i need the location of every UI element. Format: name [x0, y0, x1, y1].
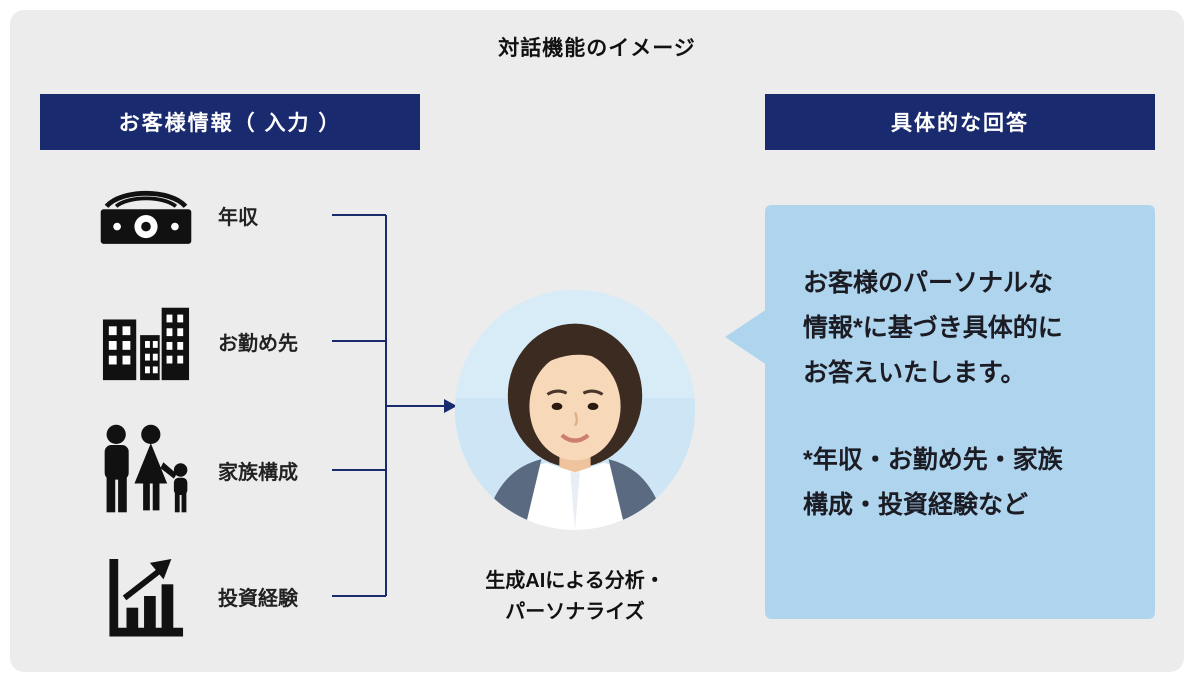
input-item-family: 家族構成: [90, 420, 370, 520]
answer-speech-bubble: お客様のパーソナルな 情報*に基づき具体的に お答えいたします。 *年収・お勤め…: [725, 205, 1155, 619]
office-buildings-icon: [90, 301, 202, 381]
input-item-investment: 投資経験: [90, 546, 370, 646]
bar-chart-growth-icon: [90, 555, 202, 637]
speech-bubble-tail-icon: [725, 309, 767, 365]
bubble-paragraph1-line3: お答えいたします。: [803, 359, 1026, 387]
input-item-annual-income: 年収: [90, 165, 370, 265]
input-label-annual-income: 年収: [218, 206, 258, 229]
specific-answer-header: 具体的な回答: [765, 94, 1155, 150]
input-item-workplace: お勤め先: [90, 291, 370, 391]
bubble-paragraph2-line2: 構成・投資経験など: [803, 491, 1029, 519]
family-icon: [90, 423, 202, 517]
input-label-investment: 投資経験: [218, 587, 298, 610]
avatar-caption-line2: パーソナライズ: [505, 601, 645, 623]
speech-bubble-text: お客様のパーソナルな 情報*に基づき具体的に お答えいたします。 *年収・お勤め…: [765, 205, 1155, 528]
bubble-paragraph1-line1: お客様のパーソナルな: [803, 269, 1054, 297]
avatar-caption: 生成AIによる分析・ パーソナライズ: [430, 566, 720, 628]
bubble-paragraph1-line2: 情報*に基づき具体的に: [803, 314, 1063, 342]
avatar-caption-line1: 生成AIによる分析・: [485, 570, 665, 592]
customer-info-header: お客様情報（ 入力 ）: [40, 94, 420, 150]
ai-assistant-woman-photo: [455, 290, 695, 530]
bubble-paragraph2-line1: *年収・お勤め先・家族: [803, 446, 1063, 474]
input-label-workplace: お勤め先: [218, 332, 298, 355]
money-banknote-icon: [90, 183, 202, 247]
input-label-family: 家族構成: [218, 461, 298, 484]
diagram-title: 対話機能のイメージ: [498, 37, 696, 60]
